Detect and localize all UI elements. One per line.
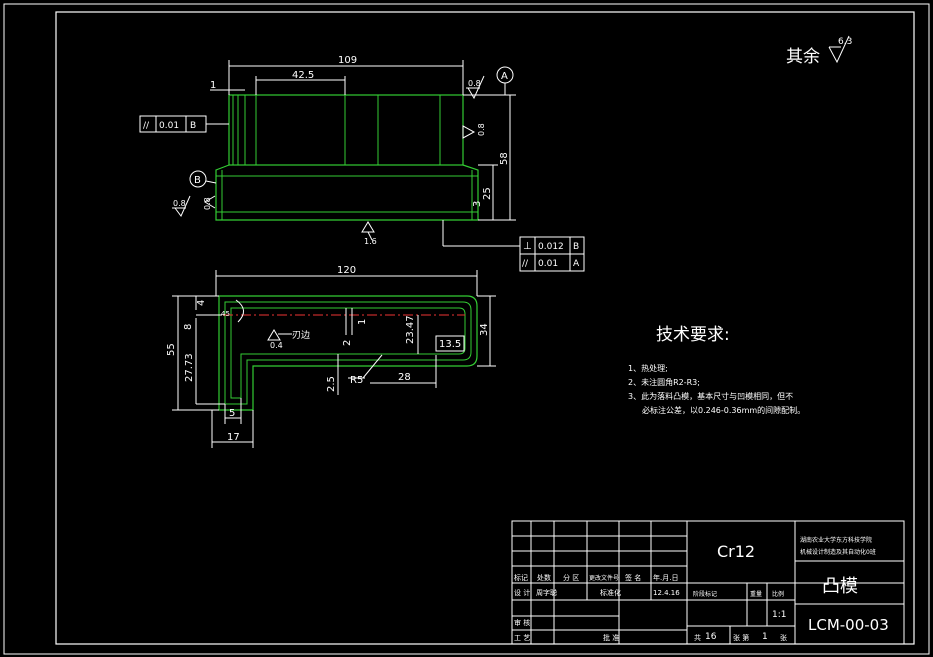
scale: 1:1 (772, 610, 786, 620)
sheet-number: 1 (762, 632, 768, 642)
section-view: 120 55 34 4 8 27.73 45 1 2 23.47 13.5 2 (166, 265, 496, 448)
dim-25: 25 (482, 187, 493, 200)
roughness-edge: 0.4 刃边 (267, 329, 310, 350)
dim-2-5: 2.5 (326, 376, 337, 392)
tech-item-2: 2、未注圆角R2-R3; (628, 377, 700, 387)
svg-text:标准化: 标准化 (600, 588, 621, 597)
svg-text:处数: 处数 (537, 573, 551, 582)
roughness-top: 0.8 (466, 75, 485, 100)
fcf-1-tol: 0.012 (538, 242, 564, 252)
svg-text:0.8: 0.8 (468, 79, 481, 88)
dim-23-47: 23.47 (405, 315, 416, 344)
svg-text:张: 张 (780, 633, 787, 642)
svg-text:0.8: 0.8 (203, 197, 212, 210)
tech-item-1: 1、热处理; (628, 363, 668, 373)
fcf-2-tol: 0.01 (538, 259, 558, 269)
svg-text:A: A (501, 71, 508, 82)
svg-text:张 第: 张 第 (733, 633, 749, 642)
dim-28: 28 (398, 372, 411, 383)
design-date: 12.4.16 (653, 589, 680, 597)
svg-text:共: 共 (694, 633, 701, 642)
school-line-1: 湖南农业大学东方科技学院 (800, 536, 872, 544)
svg-text:B: B (190, 121, 196, 131)
dim-8: 8 (183, 324, 194, 330)
school-line-2: 机械设计制造及其自动化0班 (800, 548, 876, 556)
dim-120: 120 (337, 265, 356, 276)
inner-frame (55, 11, 915, 645)
svg-text:标记: 标记 (514, 573, 528, 582)
finish-label: 其余 (786, 47, 820, 67)
svg-text:B: B (194, 175, 201, 186)
svg-text:更改文件号: 更改文件号 (589, 574, 619, 582)
material: Cr12 (717, 542, 755, 561)
svg-text:设 计: 设 计 (514, 588, 530, 597)
fcf-2-datum: A (573, 259, 580, 269)
datum-b: B (189, 170, 217, 188)
svg-text:比例: 比例 (772, 590, 784, 598)
outer-frame (3, 3, 930, 655)
dim-3: 3 (472, 201, 483, 207)
fcf-parallel: // 0.01 B (139, 115, 229, 133)
datum-a: A (496, 66, 514, 95)
svg-text://: // (143, 121, 150, 131)
dim-5: 5 (229, 408, 235, 419)
svg-text:审 核: 审 核 (514, 618, 530, 627)
fcf-1-datum: B (573, 242, 579, 252)
svg-text:分 区: 分 区 (563, 573, 579, 582)
svg-text:年.月.日: 年.月.日 (653, 573, 678, 582)
designer: 周字聪 (536, 588, 557, 597)
fcf-1-symbol: ⊥ (523, 241, 532, 252)
dim-1-top: 1 (210, 80, 216, 91)
surface-finish-note: 其余 6.3 (786, 35, 852, 67)
finish-value: 6.3 (838, 37, 852, 47)
dim-2: 2 (342, 340, 353, 346)
dim-58: 58 (499, 152, 510, 165)
dim-13-5: 13.5 (439, 339, 461, 350)
title-block-text: Cr12 湖南农业大学东方科技学院 机械设计制造及其自动化0班 凸模 LCM-0… (514, 536, 889, 642)
svg-text:0.4: 0.4 (270, 341, 283, 350)
fcf-2-symbol: // (522, 259, 529, 269)
svg-text:重量: 重量 (750, 590, 762, 598)
roughness-left: 0.8 0.8 (172, 195, 216, 217)
dim-17: 17 (227, 432, 240, 443)
svg-text:0.8: 0.8 (477, 123, 486, 136)
dim-4: 4 (196, 300, 207, 306)
tech-requirements: 技术要求: 1、热处理; 2、未注圆角R2-R3; 3、此为落料凸模，基本尺寸与… (628, 325, 805, 415)
dim-109: 109 (338, 55, 357, 66)
roughness-bottom: 1.6 (361, 221, 377, 246)
dim-1-section: 1 (357, 319, 368, 325)
svg-text:批 准: 批 准 (603, 633, 619, 642)
tech-title: 技术要求: (656, 325, 730, 345)
total-sheets: 16 (705, 632, 717, 642)
svg-text:工 艺: 工 艺 (514, 634, 530, 642)
svg-text:0.8: 0.8 (173, 199, 186, 208)
svg-text:刃边: 刃边 (292, 330, 310, 341)
dim-55: 55 (166, 343, 177, 356)
svg-text:阶段标记: 阶段标记 (693, 590, 717, 598)
tech-item-4: 必标注公差，以0.246-0.36mm的间隙配制。 (642, 405, 805, 415)
part-name: 凸模 (822, 576, 858, 597)
svg-text:0.01: 0.01 (159, 121, 179, 131)
dim-27-73: 27.73 (184, 353, 195, 382)
drawing-number: LCM-00-03 (808, 616, 889, 634)
fcf-bottom: ⊥ 0.012 B // 0.01 A (442, 220, 585, 272)
dim-34: 34 (479, 323, 490, 336)
title-block (511, 520, 905, 645)
dim-r5: R5 (350, 375, 363, 386)
svg-text:签 名: 签 名 (625, 573, 641, 582)
dim-45: 45 (221, 310, 230, 318)
tech-item-3: 3、此为落料凸模，基本尺寸与凹模相同，但不 (628, 391, 793, 401)
svg-text:1.6: 1.6 (364, 237, 377, 246)
roughness-right: 0.8 (462, 123, 486, 139)
top-view: 109 42.5 1 58 25 3 0.8 0.8 0.8 (139, 55, 516, 246)
dim-42-5: 42.5 (292, 70, 314, 81)
